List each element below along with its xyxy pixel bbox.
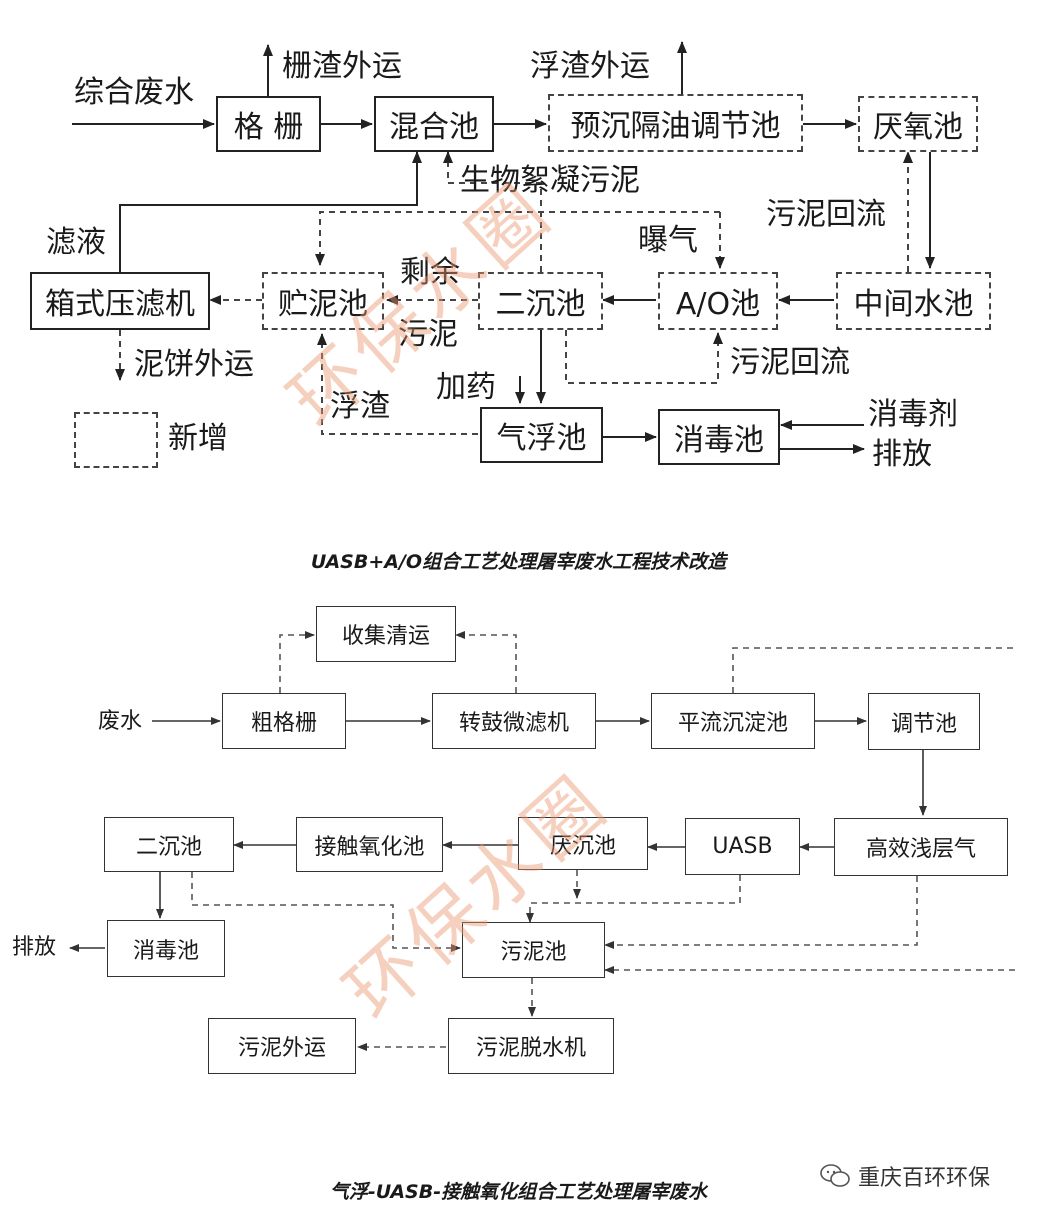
scum-out-label: 浮渣外运 <box>530 49 650 84</box>
excess-sludge-label: 污泥 <box>398 317 458 352</box>
regulating-tank-node: 调节池 <box>868 693 980 750</box>
excess-label: 剩余 <box>400 255 460 290</box>
brand-badge: 重庆百环环保 <box>820 1160 990 1192</box>
collection-node: 收集清运 <box>316 606 456 662</box>
sludge-out-node: 污泥外运 <box>208 1018 356 1074</box>
disinfectant-label: 消毒剂 <box>868 397 958 432</box>
uasb-node: UASB <box>685 818 800 875</box>
chamber-filter-press-node: 箱式压滤机 <box>30 272 210 330</box>
mixing-tank-node: 混合池 <box>374 96 494 152</box>
screenings-out-label: 栅渣外运 <box>282 49 402 84</box>
scum-label: 浮渣 <box>330 389 390 424</box>
dosing-label: 加药 <box>436 370 496 405</box>
sludge-return-label-2: 污泥回流 <box>730 345 850 380</box>
anoxic-settling-node: 厌沉池 <box>518 817 648 870</box>
secondary-clarifier-node-2: 二沉池 <box>104 817 234 872</box>
legend-new-label: 新增 <box>168 421 228 456</box>
secondary-clarifier-node: 二沉池 <box>478 272 603 330</box>
efficient-flotation-node: 高效浅层气 <box>834 818 1008 876</box>
presettle-oil-tank-node: 预沉隔油调节池 <box>548 94 803 152</box>
grille-node: 格 栅 <box>216 96 321 152</box>
cake-out-label: 泥饼外运 <box>134 347 254 382</box>
brand-name: 重庆百环环保 <box>858 1166 991 1191</box>
legend-dashed-box <box>74 412 158 468</box>
advection-settling-node: 平流沉淀池 <box>651 693 815 749</box>
diagram-1-connectors <box>72 41 935 454</box>
disinfection-tank-node: 消毒池 <box>658 409 780 465</box>
intermediate-tank-node: 中间水池 <box>836 272 991 330</box>
discharge-label-2: 排放 <box>12 935 57 960</box>
discharge-label: 排放 <box>872 437 932 472</box>
contact-oxidation-node: 接触氧化池 <box>296 817 443 872</box>
wechat-icon <box>820 1164 850 1187</box>
flotation-tank-node: 气浮池 <box>480 407 603 463</box>
drum-filter-node: 转鼓微滤机 <box>432 693 596 749</box>
sludge-storage-tank-node: 贮泥池 <box>262 272 384 330</box>
diagram-1-caption: UASB+A/O组合工艺处理屠宰废水工程技术改造 <box>310 551 727 573</box>
ao-tank-node: A/O池 <box>658 272 778 330</box>
coarse-screen-node: 粗格栅 <box>222 693 346 749</box>
inflow-label: 综合废水 <box>74 75 194 110</box>
anaerobic-tank-node: 厌氧池 <box>858 96 978 152</box>
sludge-return-label-1: 污泥回流 <box>766 197 886 232</box>
inflow-label-2: 废水 <box>98 709 143 734</box>
bio-floc-sludge-label: 生物絮凝污泥 <box>460 163 640 198</box>
aeration-label: 曝气 <box>638 223 698 258</box>
sludge-tank-node: 污泥池 <box>462 922 605 978</box>
diagram-2-caption: 气浮-UASB-接触氧化组合工艺处理屠宰废水 <box>329 1181 708 1203</box>
disinfection-tank-node-2: 消毒池 <box>107 920 225 977</box>
filtrate-label: 滤液 <box>46 225 106 260</box>
sludge-dewatering-node: 污泥脱水机 <box>448 1018 614 1074</box>
